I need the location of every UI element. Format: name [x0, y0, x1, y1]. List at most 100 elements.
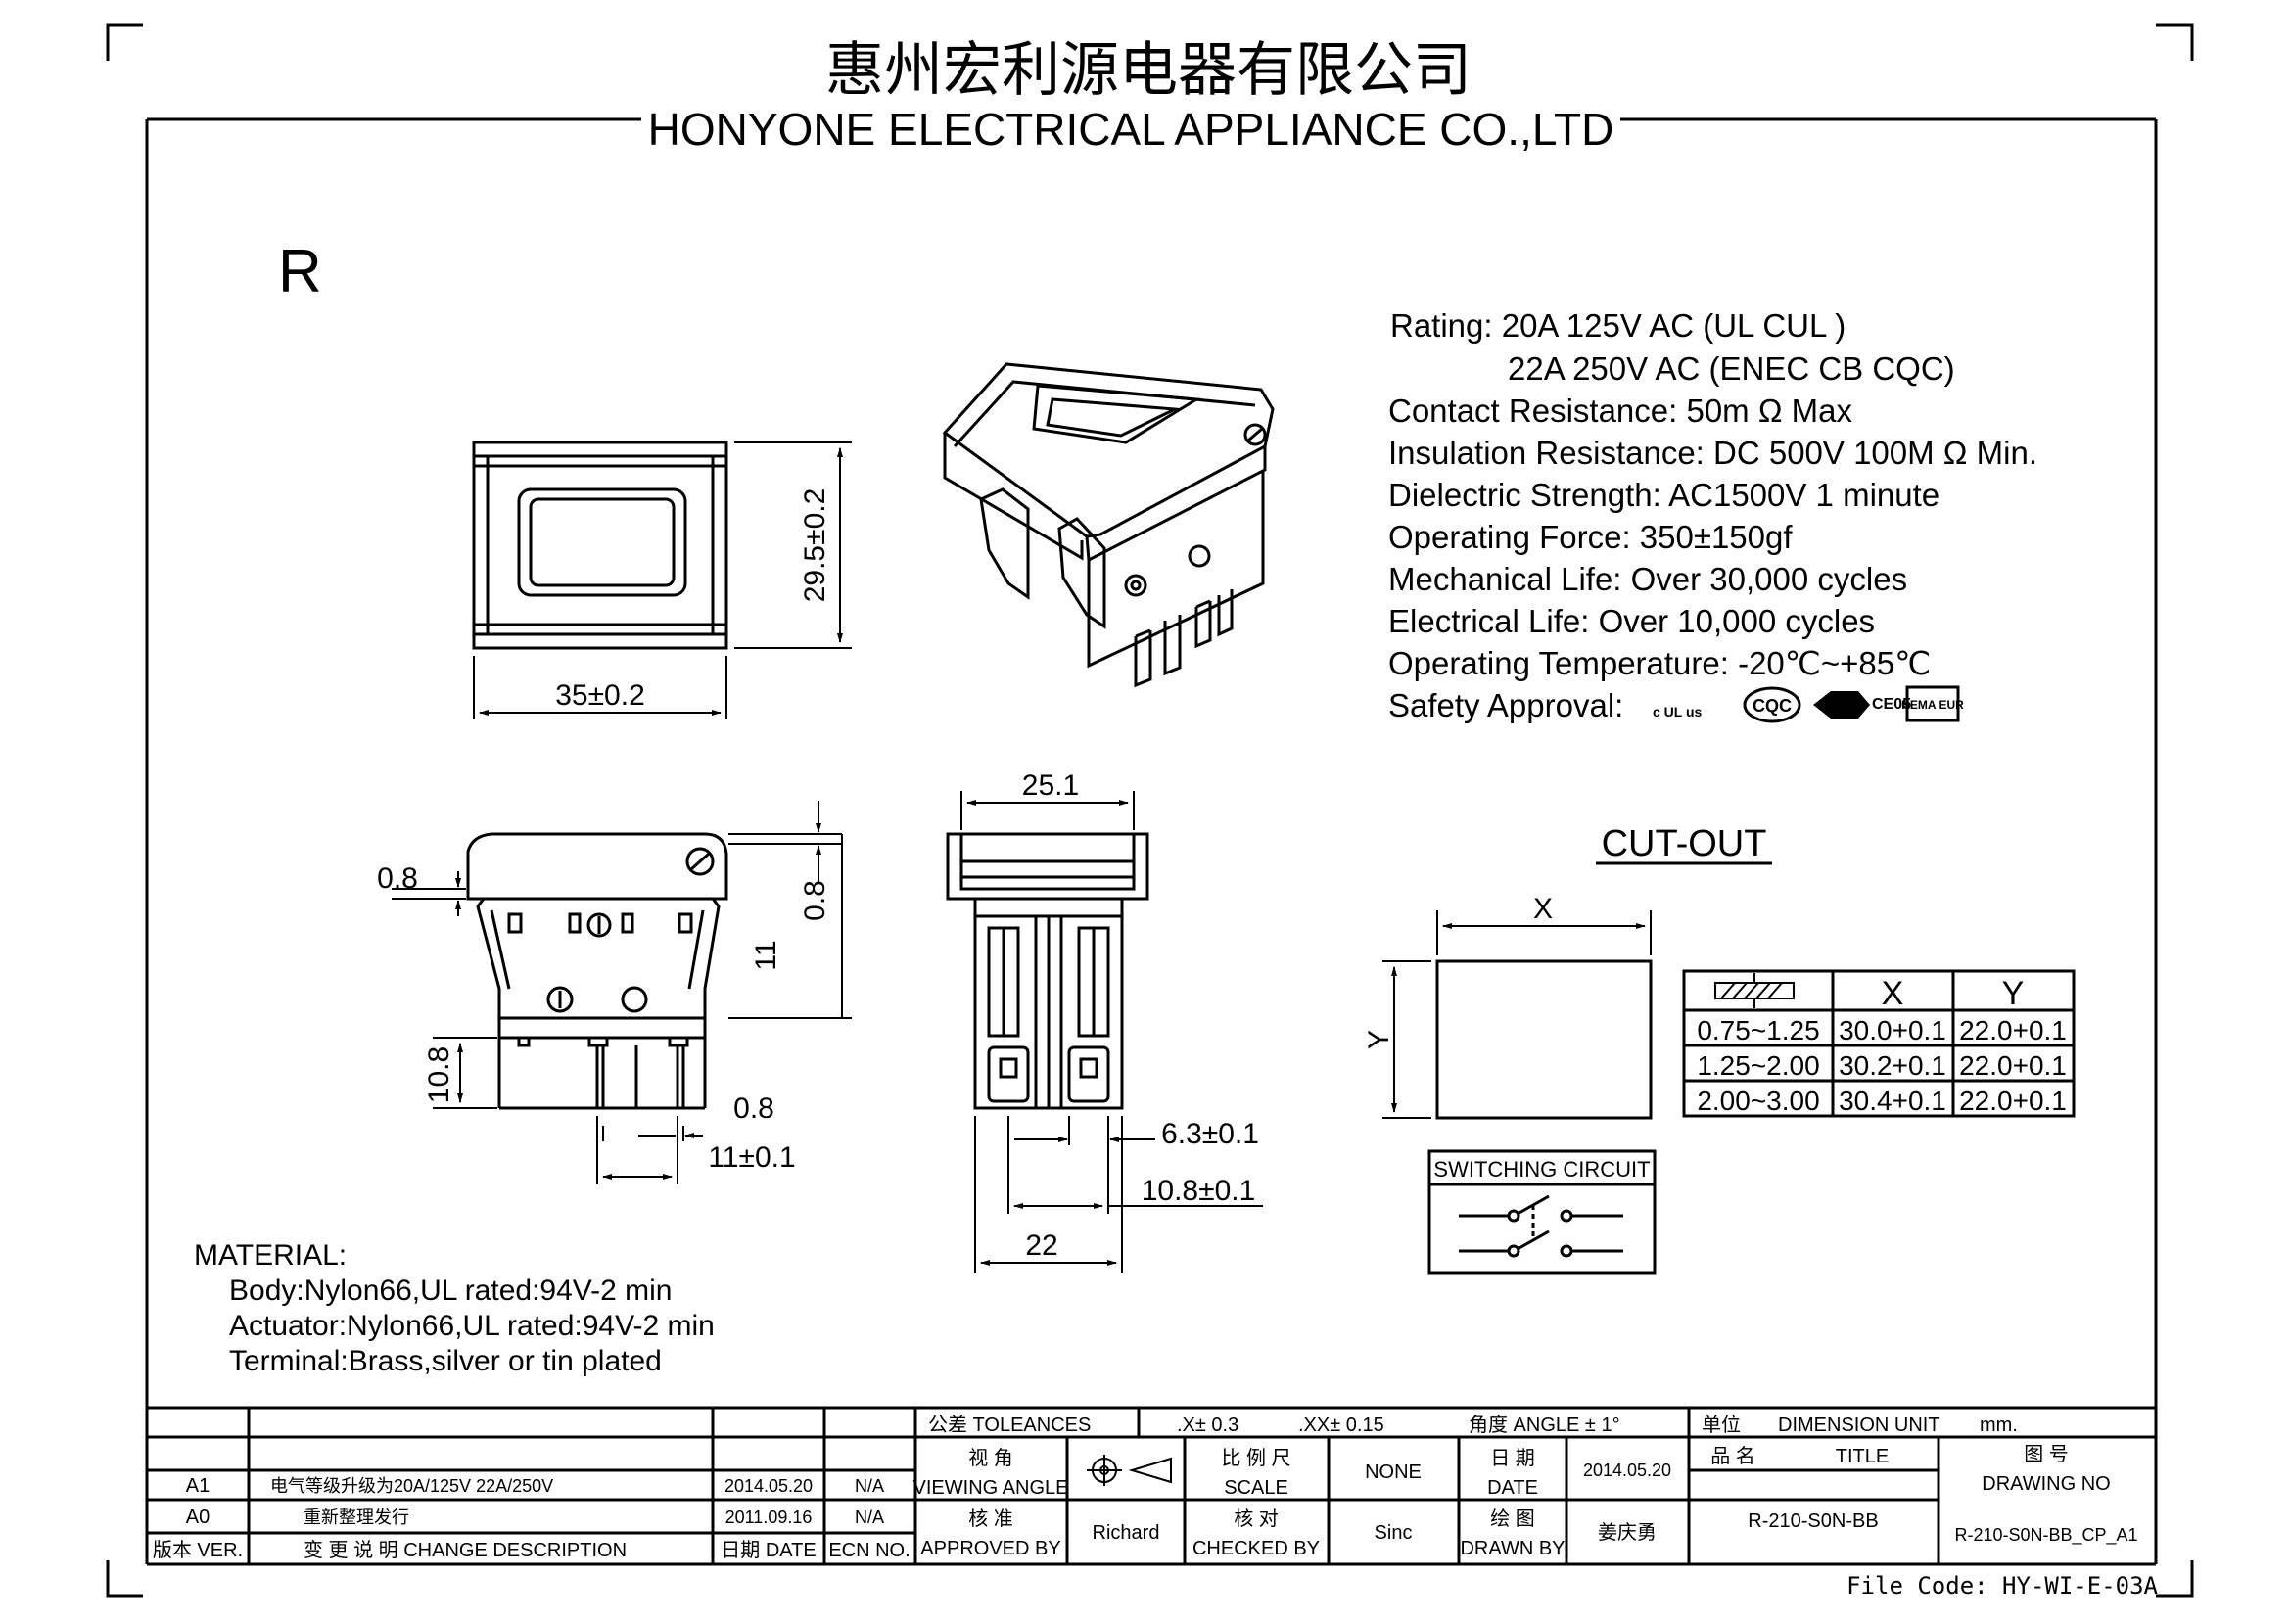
switching-circuit: [1427, 1149, 1657, 1275]
tb-drawing-no-en: DRAWING NO: [1982, 1473, 2110, 1495]
rev-header-ecn: ECN NO.: [828, 1540, 910, 1561]
spec-safety-approval: Safety Approval:: [1388, 687, 1623, 723]
projection-symbol-icon: [1087, 1455, 1172, 1486]
material-actuator: Actuator:Nylon66,UL rated:94V-2 min: [229, 1310, 715, 1342]
spec-dielectric-strength: Dielectric Strength: AC1500V 1 minute: [1388, 477, 1939, 513]
rev-header-ver: 版本 VER.: [153, 1539, 243, 1561]
cutout-title: CUT-OUT: [1602, 823, 1767, 864]
tb-tol-xx: .XX± 0.15: [1298, 1415, 1384, 1436]
cutout-table-header-x: X: [1882, 975, 1904, 1012]
tb-drawn-en: DRAWN BY: [1460, 1538, 1565, 1559]
cutout-drawing: [1435, 959, 1653, 1120]
end-view: [946, 832, 1149, 1110]
tb-date-value: 2014.05.20: [1583, 1461, 1671, 1480]
approval-marks: c UL us CQC CE05 KEMA EUR: [1653, 685, 1964, 723]
tb-checked-en: CHECKED BY: [1192, 1538, 1320, 1559]
dim-end-bottom: 22: [1025, 1230, 1057, 1262]
dim-end-tab-pitch: 10.8±0.1: [1142, 1175, 1256, 1207]
rev-a1-desc: 电气等级升级为20A/125V 22A/250V: [270, 1476, 553, 1496]
dim-side-top-thk: 0.8: [377, 862, 418, 895]
tb-drawing-no-cn: 图 号: [2024, 1444, 2069, 1465]
cutout-row-3-x: 30.4+0.1: [1839, 1086, 1946, 1116]
rev-a0-desc: 重新整理发行: [304, 1508, 409, 1527]
tb-checked-cn: 核 对: [1234, 1508, 1279, 1530]
enec-mark-text: CE05: [1872, 696, 1911, 713]
ul-mark-icon: c UL us: [1653, 704, 1703, 719]
spec-rating-2: 22A 250V AC (ENEC CB CQC): [1508, 350, 1955, 387]
cutout-table-header-y: Y: [2002, 975, 2025, 1012]
front-dimensions: [473, 441, 852, 719]
rev-a0-ver: A0: [186, 1507, 210, 1528]
tb-unit-label: 单位: [1702, 1414, 1741, 1436]
cqc-mark-icon: CQC: [1743, 686, 1801, 723]
panel-thickness-icon: [1714, 973, 1795, 1008]
tb-viewing-angle-cn: 视 角: [968, 1447, 1013, 1469]
enec-mark-icon: CE05: [1813, 691, 1911, 719]
dim-side-terminal: 10.8: [423, 1046, 455, 1103]
spec-rating-1: Rating: 20A 125V AC (UL CUL ): [1390, 307, 1846, 344]
tb-approved-en: APPROVED BY: [920, 1538, 1060, 1559]
series-letter: R: [278, 238, 322, 305]
tb-drawn-value: 姜庆勇: [1598, 1521, 1657, 1544]
cutout-y-label: Y: [1363, 1030, 1395, 1049]
spec-operating-force: Operating Force: 350±150gf: [1388, 519, 1793, 555]
tb-drawn-cn: 绘 图: [1490, 1508, 1535, 1530]
tb-approved-cn: 核 准: [968, 1508, 1013, 1530]
side-dimensions: [392, 801, 852, 1184]
dim-end-width: 25.1: [1022, 769, 1079, 802]
cutout-row-3-thk: 2.00~3.00: [1697, 1086, 1819, 1116]
tb-unit-en: DIMENSION UNIT: [1778, 1415, 1940, 1436]
cutout-table: [1682, 969, 2076, 1118]
dim-side-right-thk: 0.8: [799, 880, 831, 921]
rev-a1-date: 2014.05.20: [724, 1476, 813, 1496]
rev-header-desc: 变 更 说 明 CHANGE DESCRIPTION: [304, 1539, 627, 1561]
company-name-cn: 惠州宏利源电器有限公司: [825, 37, 1472, 103]
file-code: File Code: HY-WI-E-03A: [1846, 1572, 2158, 1600]
tb-date-cn: 日 期: [1490, 1448, 1535, 1469]
tb-scale-en: SCALE: [1224, 1477, 1288, 1499]
spec-mechanical-life: Mechanical Life: Over 30,000 cycles: [1388, 561, 1907, 597]
tb-tol-x: .X± 0.3: [1177, 1415, 1238, 1436]
dim-front-width: 35±0.2: [555, 679, 645, 712]
dim-side-pitch: 11±0.1: [708, 1141, 795, 1174]
tb-scale-value: NONE: [1365, 1462, 1422, 1483]
switching-circuit-title: SWITCHING CIRCUIT: [1433, 1157, 1650, 1182]
cutout-row-2-x: 30.2+0.1: [1839, 1050, 1946, 1081]
corner-marks: [106, 23, 2194, 1598]
kema-mark-text: KEMA EUR: [1901, 698, 1964, 712]
material-title: MATERIAL:: [194, 1239, 347, 1272]
ul-mark-c: c UL us: [1653, 704, 1703, 719]
tb-date-en: DATE: [1487, 1477, 1538, 1499]
kema-mark-icon: KEMA EUR: [1901, 685, 1964, 722]
cutout-dimensions: [1382, 910, 1652, 1119]
tb-tol-angle: 角度 ANGLE ± 1°: [1469, 1414, 1620, 1436]
tb-title-en: TITLE: [1836, 1446, 1889, 1467]
cutout-row-1-thk: 0.75~1.25: [1697, 1015, 1819, 1045]
material-terminal: Terminal:Brass,silver or tin plated: [229, 1345, 662, 1377]
spec-operating-temperature: Operating Temperature: -20℃~+85℃: [1388, 645, 1931, 681]
dim-side-height: 11: [750, 940, 782, 970]
tb-tolerances-label: 公差 TOLEANCES: [928, 1414, 1091, 1436]
end-dimensions: [960, 791, 1263, 1273]
rev-a0-ecn: N/A: [855, 1508, 884, 1527]
spec-contact-resistance: Contact Resistance: 50m Ω Max: [1388, 393, 1853, 429]
tb-unit-value: mm.: [1980, 1415, 2018, 1436]
cutout-x-label: X: [1533, 893, 1553, 925]
tb-viewing-angle-en: VIEWING ANGLE: [913, 1477, 1069, 1499]
front-view: [472, 441, 728, 650]
rev-a1-ver: A1: [186, 1475, 210, 1497]
spec-electrical-life: Electrical Life: Over 10,000 cycles: [1388, 603, 1875, 639]
cutout-row-2-thk: 1.25~2.00: [1697, 1050, 1819, 1081]
company-name-en: HONYONE ELECTRICAL APPLIANCE CO.,LTD: [648, 104, 1614, 155]
rev-header-date: 日期 DATE: [721, 1540, 816, 1561]
tb-title-cn: 品 名: [1710, 1445, 1755, 1467]
cutout-row-3-y: 22.0+0.1: [1959, 1086, 2067, 1116]
cqc-mark-text: CQC: [1753, 696, 1792, 716]
side-view: [466, 832, 728, 1110]
frame: [145, 117, 2158, 1566]
cutout-row-1-x: 30.0+0.1: [1839, 1015, 1946, 1045]
iso-view: [942, 362, 1275, 688]
rev-a1-ecn: N/A: [855, 1476, 884, 1496]
specifications: Rating: 20A 125V AC (UL CUL ) 22A 250V A…: [1388, 307, 2037, 723]
